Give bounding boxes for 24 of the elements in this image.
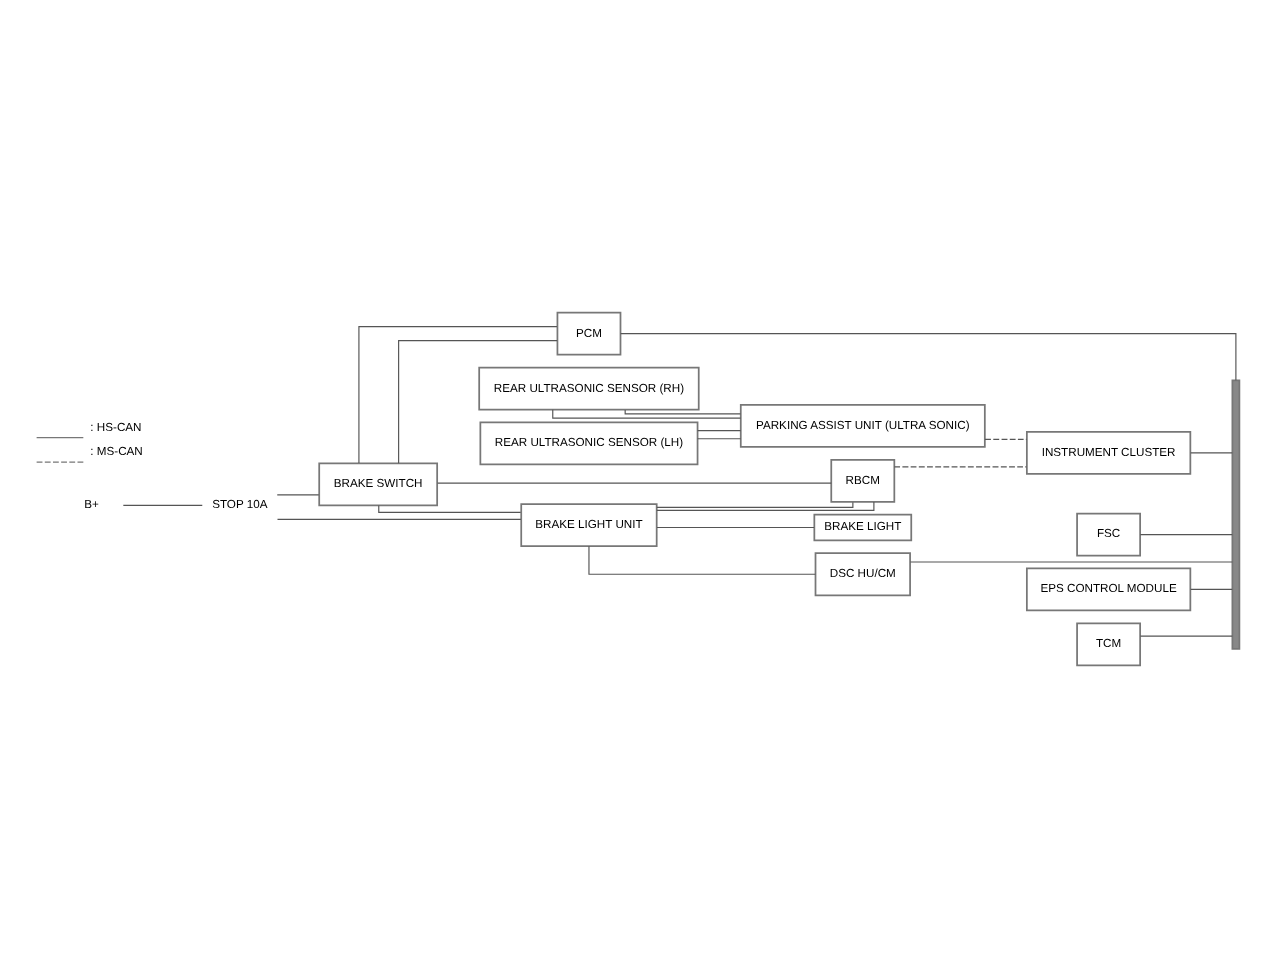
connector <box>378 504 522 512</box>
connector <box>276 493 320 495</box>
connector <box>656 500 875 510</box>
connector <box>437 481 832 483</box>
connector <box>122 503 203 505</box>
connector <box>1190 451 1233 453</box>
connector <box>620 332 1237 380</box>
connector <box>1139 634 1233 636</box>
connector <box>656 500 854 507</box>
connector <box>909 560 1233 562</box>
connector <box>656 525 815 528</box>
connector <box>1190 587 1233 589</box>
connector <box>588 544 816 574</box>
connector <box>552 408 742 418</box>
connector <box>276 517 522 519</box>
node-bar <box>1231 378 1241 649</box>
connector <box>1139 532 1233 535</box>
connector <box>697 429 742 431</box>
connector <box>893 465 1027 467</box>
connector <box>697 437 742 439</box>
connector <box>398 339 558 463</box>
connector <box>984 437 1028 439</box>
connector <box>358 325 558 463</box>
connector <box>624 408 742 414</box>
